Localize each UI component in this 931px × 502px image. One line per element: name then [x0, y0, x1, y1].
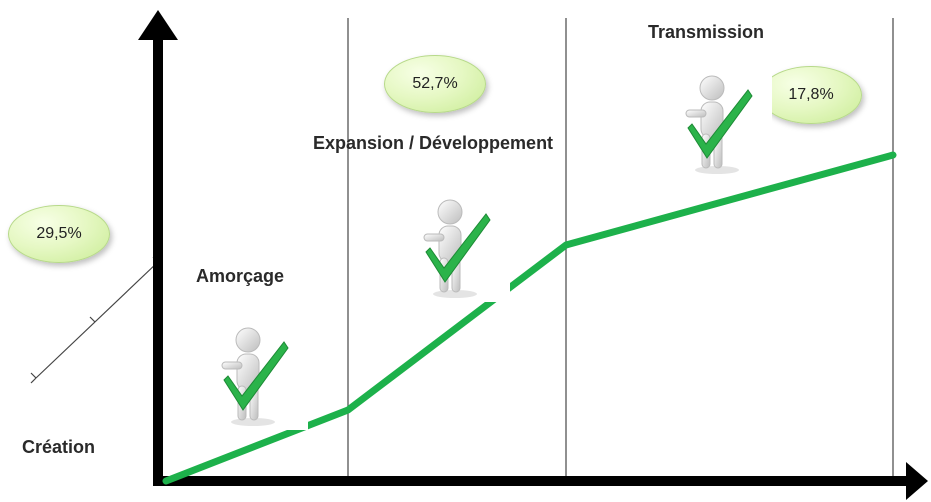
bracket-connector [30, 256, 159, 384]
person-checkmark-icon [198, 318, 308, 430]
percent-value: 29,5% [36, 225, 82, 242]
growth-line [162, 151, 897, 485]
stage-label-expansion: Expansion / Développement [313, 133, 554, 153]
y-axis [138, 10, 178, 485]
percent-badge-transmission: 17,8% [760, 66, 862, 124]
x-axis [153, 462, 928, 500]
person-checkmark-icon [662, 66, 772, 178]
percent-badge-expansion: 52,7% [384, 55, 486, 113]
percent-value: 17,8% [788, 86, 834, 103]
percent-value: 52,7% [412, 75, 458, 92]
person-checkmark-icon [400, 190, 510, 302]
stage-label-creation: Création [22, 437, 96, 457]
percent-badge-creation: 29,5% [8, 205, 110, 263]
stage-label-transmission: Transmission [648, 22, 765, 42]
stage-label-amorcage: Amorçage [196, 266, 285, 286]
